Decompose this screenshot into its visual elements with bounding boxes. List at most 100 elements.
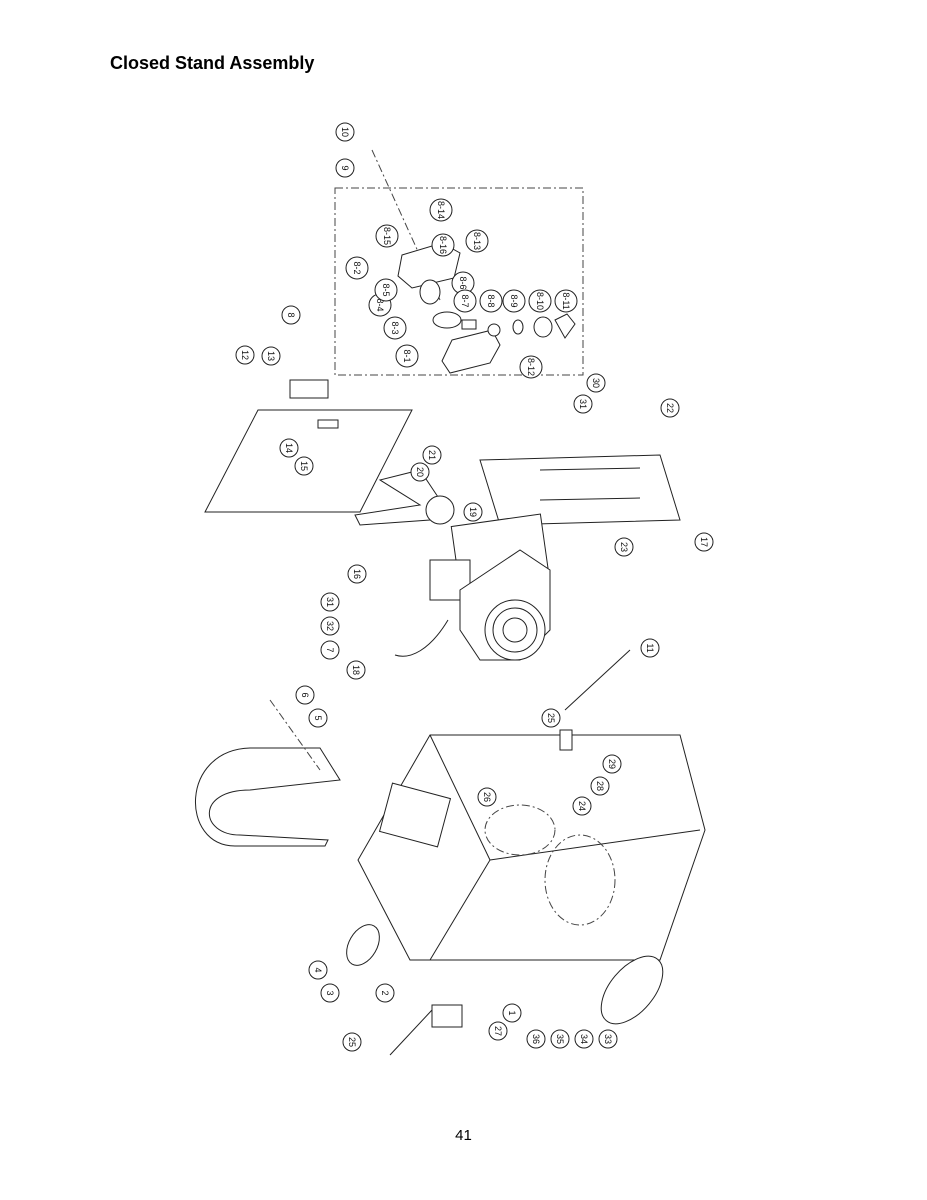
- callout-label: 33: [603, 1034, 613, 1044]
- callout-circle: [602, 754, 622, 774]
- callout-circle: [431, 233, 455, 257]
- callout-label: 25: [347, 1037, 357, 1047]
- callout-10: 10: [335, 122, 355, 142]
- callout-circle: [574, 1029, 594, 1049]
- callout-label: 8-3: [390, 321, 400, 334]
- fan-ring: [492, 607, 538, 653]
- callout-label: 22: [665, 403, 675, 413]
- bracket: [431, 1004, 463, 1028]
- callout-label: 8-12: [526, 358, 536, 376]
- stand-cabinet: [357, 649, 706, 961]
- callout-8-12: 8-12: [519, 355, 543, 379]
- callout-circle: [526, 1029, 546, 1049]
- gearbox-cover: [441, 329, 501, 374]
- callout-label: 8-15: [382, 227, 392, 245]
- callout-circle: [614, 537, 634, 557]
- callout-circle: [342, 1032, 362, 1052]
- callout-label: 1: [507, 1010, 517, 1015]
- callout-27: 27: [488, 1021, 508, 1041]
- callout-label: 5: [313, 715, 323, 720]
- fan-ring: [502, 617, 528, 643]
- callout-12: 12: [235, 345, 255, 365]
- page-number: 41: [455, 1127, 472, 1144]
- callout-4: 4: [308, 960, 328, 980]
- callout-circle: [281, 305, 301, 325]
- callout-circle: [590, 776, 610, 796]
- callout-label: 8-5: [381, 283, 391, 296]
- callout-circle: [346, 660, 366, 680]
- callout-circle: [422, 445, 442, 465]
- callout-label: 14: [284, 443, 294, 453]
- callout-15: 15: [294, 456, 314, 476]
- callout-label: 18: [351, 665, 361, 675]
- callout-circle: [320, 616, 340, 636]
- callout-label: 31: [578, 399, 588, 409]
- callout-22: 22: [660, 398, 680, 418]
- callout-label: 4: [313, 967, 323, 972]
- callout-label: 23: [619, 542, 629, 552]
- callout-label: 9: [340, 165, 350, 170]
- callout-23: 23: [614, 537, 634, 557]
- callout-circle: [429, 198, 453, 222]
- callout-36: 36: [526, 1029, 546, 1049]
- callout-circle: [477, 787, 497, 807]
- callout-label: 8-16: [438, 236, 448, 254]
- callout-label: 8-6: [458, 276, 468, 289]
- callout-8-7: 8-7: [453, 289, 477, 313]
- callout-circle: [572, 796, 592, 816]
- callout-circle: [519, 355, 543, 379]
- logo-plate: [600, 955, 664, 1025]
- callout-circle: [453, 289, 477, 313]
- bracket-slot: [539, 467, 641, 471]
- plate: [554, 313, 576, 339]
- callout-circle: [235, 345, 255, 365]
- callout-circle: [640, 638, 660, 658]
- callout-circle: [465, 229, 489, 253]
- callout-11: 11: [640, 638, 660, 658]
- callout-18: 18: [346, 660, 366, 680]
- callout-6: 6: [295, 685, 315, 705]
- callout-label: 19: [468, 507, 478, 517]
- callout-34: 34: [574, 1029, 594, 1049]
- callout-circle: [279, 438, 299, 458]
- callout-25: 25: [541, 708, 561, 728]
- callout-label: 10: [340, 127, 350, 137]
- callout-20: 20: [410, 462, 430, 482]
- table-clip: [317, 419, 339, 429]
- callout-label: 8-1: [402, 349, 412, 362]
- callout-label: 8: [286, 312, 296, 317]
- assembly-leader-line: [269, 699, 321, 771]
- callout-circle: [320, 592, 340, 612]
- callout-circle: [374, 278, 398, 302]
- cabinet-body: [357, 734, 706, 961]
- callout-16: 16: [347, 564, 367, 584]
- callout-circle: [488, 1021, 508, 1041]
- callout-circle: [554, 289, 578, 313]
- callout-circle: [479, 289, 503, 313]
- callout-label: 8-7: [460, 294, 470, 307]
- callout-circle: [375, 224, 399, 248]
- callout-label: 35: [555, 1034, 565, 1044]
- callout-circle: [347, 564, 367, 584]
- callout-8-6: 8-6: [451, 271, 475, 295]
- callout-8-3: 8-3: [383, 316, 407, 340]
- callout-circle: [308, 960, 328, 980]
- callout-9: 9: [335, 158, 355, 178]
- callout-label: 12: [240, 350, 250, 360]
- callout-33: 33: [598, 1029, 618, 1049]
- bearing: [432, 311, 462, 329]
- callout-circle: [410, 462, 430, 482]
- callout-8-16: 8-16: [431, 233, 455, 257]
- pulley: [533, 316, 553, 338]
- callout-circle: [573, 394, 593, 414]
- power-cord: [394, 619, 449, 657]
- callout-21: 21: [422, 445, 442, 465]
- callout-label: 8-13: [472, 232, 482, 250]
- callout-circle: [395, 344, 419, 368]
- callout-8-14: 8-14: [429, 198, 453, 222]
- callout-28: 28: [590, 776, 610, 796]
- callout-circle: [502, 1003, 522, 1023]
- callout-circle: [383, 316, 407, 340]
- callout-label: 21: [427, 450, 437, 460]
